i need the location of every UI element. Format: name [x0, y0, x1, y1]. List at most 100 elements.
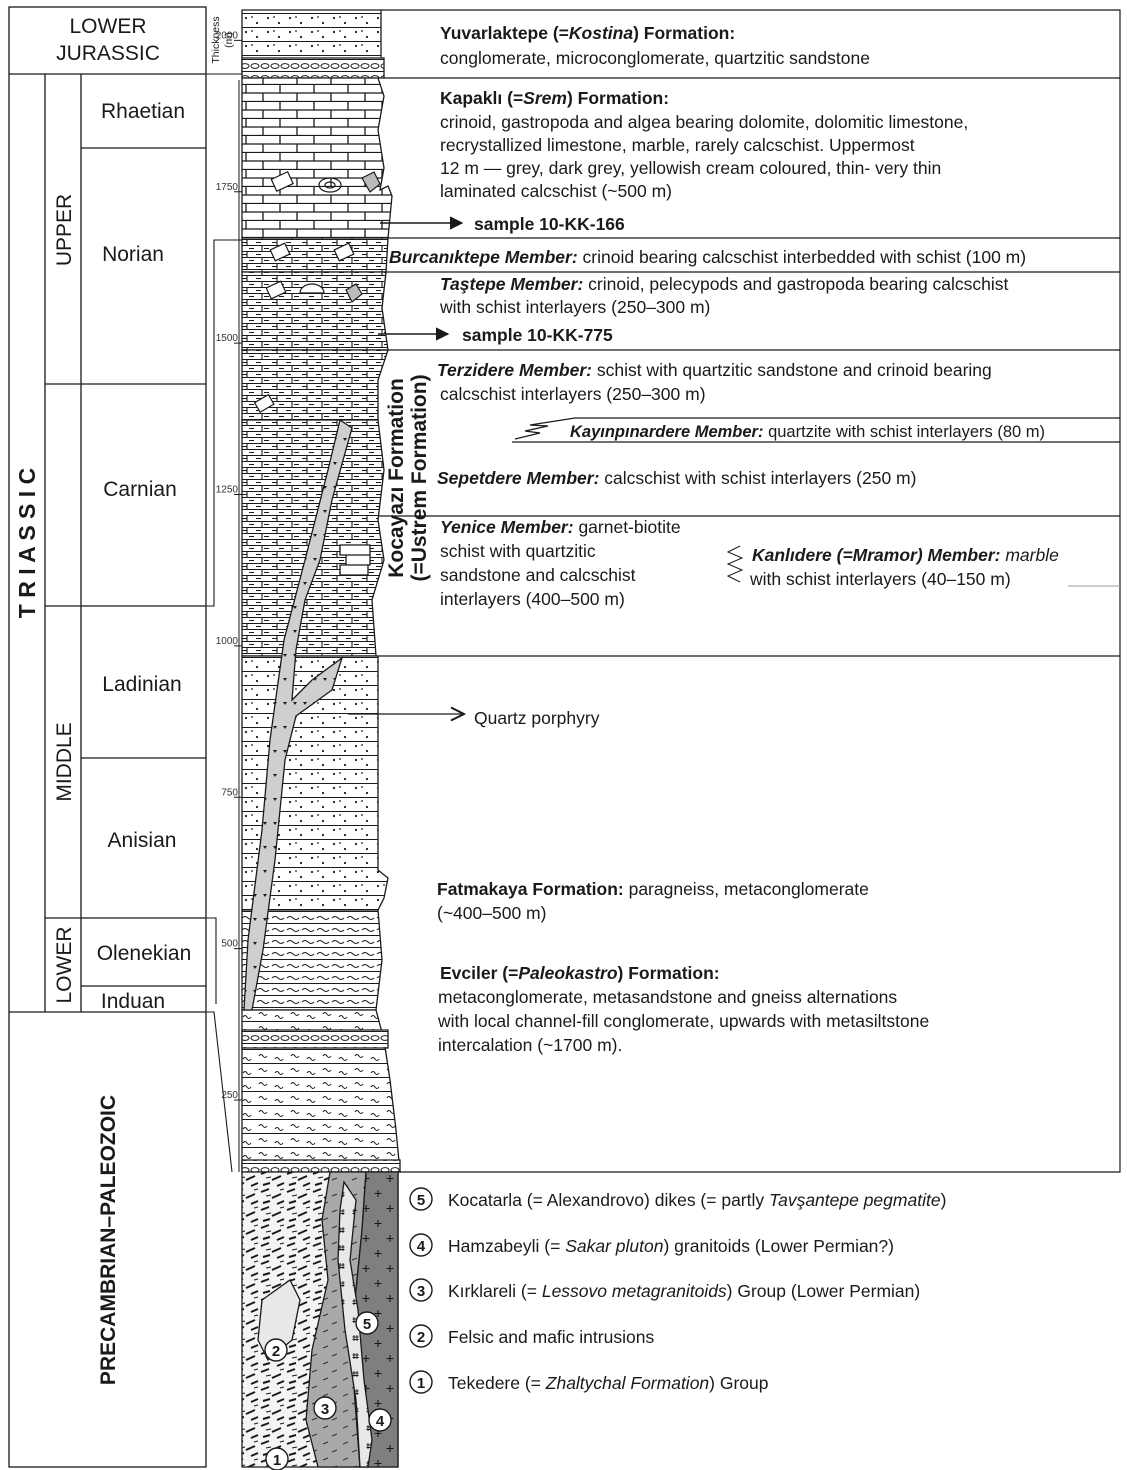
yuvarlaktepe-title: Yuvarlaktepe (=Kostina) Formation: — [440, 23, 735, 43]
sepetdere-text: Sepetdere Member: calcschist with schist… — [437, 468, 916, 488]
thickness-tick-label: 2000 — [216, 30, 239, 41]
svg-text:4: 4 — [376, 1413, 385, 1430]
yenice-text-3: sandstone and calcschist — [440, 565, 636, 585]
legend-item-4: 4 Hamzabeyli (= Sakar pluton) granitoids… — [409, 1233, 894, 1257]
thickness-tick-label: 1500 — [216, 333, 239, 344]
terzidere-text: Terzidere Member: schist with quartzitic… — [437, 360, 992, 380]
stage-rhaetian: Rhaetian — [101, 100, 185, 123]
column-marker-5: 5 — [355, 1311, 379, 1335]
column-marker-2: 2 — [264, 1338, 288, 1362]
tastepe-text: Taştepe Member: crinoid, pelecypods and … — [440, 274, 1009, 294]
thickness-tick-label: 1000 — [216, 636, 239, 647]
kanlidere-text: Kanlıdere (=Mramor) Member: marble — [752, 545, 1059, 565]
svg-text:Kocatarla (= Alexandrovo) dike: Kocatarla (= Alexandrovo) dikes (= partl… — [448, 1190, 946, 1210]
terzidere-layer — [241, 349, 389, 421]
evciler-desc-1: metaconglomerate, metasandstone and gnei… — [438, 987, 897, 1007]
column-marker-1: 1 — [265, 1447, 289, 1470]
svg-text:1: 1 — [273, 1452, 281, 1469]
thickness-tick-label: 1250 — [216, 485, 239, 496]
kapakli-layer — [241, 77, 393, 239]
unit-descriptions: Yuvarlaktepe (=Kostina) Formation: congl… — [385, 23, 1059, 1055]
lower-jurassic-line1: LOWER — [69, 15, 146, 38]
ustrem-formation-label: (=Ustrem Formation) — [408, 374, 431, 581]
column-markers: 1 2 3 4 5 — [264, 1311, 392, 1470]
burcaniktepe-layer — [241, 237, 389, 273]
svg-text:2: 2 — [272, 1343, 280, 1360]
terzidere-text-2: calcschist interlayers (250–300 m) — [440, 384, 706, 404]
svg-text:3: 3 — [321, 1401, 329, 1418]
stage-anisian: Anisian — [108, 829, 177, 852]
legend-item-5: 5 Kocatarla (= Alexandrovo) dikes (= par… — [409, 1187, 946, 1211]
svg-text:2: 2 — [417, 1329, 425, 1346]
stage-olenekian: Olenekian — [97, 942, 192, 965]
yuvarlaktepe-conglomerate-band — [241, 57, 385, 79]
yuvarlaktepe-desc: conglomerate, microconglomerate, quartzi… — [440, 48, 870, 68]
thickness-axis-label-2: (m) — [223, 32, 235, 48]
kocayazi-formation-label: Kocayazı Formation — [385, 378, 408, 578]
column-marker-4: 4 — [368, 1408, 392, 1432]
lithological-column — [241, 9, 401, 1468]
basal-conglomerate-band — [241, 1159, 401, 1173]
kapakli-title: Kapaklı (=Srem) Formation: — [440, 88, 669, 108]
legend-item-2: 2 Felsic and mafic intrusions — [409, 1324, 654, 1348]
kapakli-desc-4: laminated calcschist (~500 m) — [440, 181, 672, 201]
precambrian-paleozoic-label: PRECAMBRIAN–PALEOZOIC — [97, 1095, 120, 1385]
upper-label: UPPER — [53, 194, 76, 266]
svg-text:5: 5 — [417, 1192, 425, 1209]
svg-text:Kırklareli (= Lessovo metagran: Kırklareli (= Lessovo metagranitoids) Gr… — [448, 1281, 920, 1301]
evciler-desc-2: with local channel-fill conglomerate, up… — [437, 1011, 929, 1031]
thickness-tick-label: 250 — [221, 1090, 238, 1101]
thickness-axis-label-1: Thickness — [210, 16, 222, 63]
triassic-label: T R I A S S I C — [14, 468, 40, 618]
basement-legend: 5 Kocatarla (= Alexandrovo) dikes (= par… — [409, 1187, 946, 1394]
stage-carnian: Carnian — [103, 478, 177, 501]
svg-text:4: 4 — [417, 1238, 426, 1255]
lower-jurassic-line2: JURASSIC — [56, 42, 160, 65]
kapakli-desc-2: recrystallized limestone, marble, rarely… — [440, 135, 915, 155]
kanlidere-marble-lens — [339, 544, 371, 576]
lower-triassic-label: LOWER — [53, 926, 76, 1003]
svg-text:1: 1 — [417, 1375, 425, 1392]
kanlidere-text-2: with schist interlayers (40–150 m) — [749, 569, 1011, 589]
chrono-chart: LOWER JURASSIC T R I A S S I C UPPER MID… — [8, 6, 207, 1468]
yenice-text: Yenice Member: garnet-biotite — [440, 517, 681, 537]
thickness-tick-label: 750 — [221, 787, 238, 798]
yenice-text-2: schist with quartzitic — [440, 541, 596, 561]
legend-item-1: 1 Tekedere (= Zhaltychal Formation) Grou… — [409, 1370, 769, 1394]
column-marker-3: 3 — [313, 1396, 337, 1420]
felsic-intrusion-lens — [257, 1279, 301, 1362]
kayinpinardere-text: Kayınpınardere Member: quartzite with sc… — [570, 423, 1045, 441]
description-separators — [378, 9, 1121, 1173]
yenice-text-4: interlayers (400–500 m) — [440, 589, 625, 609]
thickness-tick-label: 1750 — [216, 182, 239, 193]
fatmakaya-text: Fatmakaya Formation: paragneiss, metacon… — [437, 879, 869, 899]
stage-ladinian: Ladinian — [102, 673, 181, 696]
sample-775-label: sample 10-KK-775 — [462, 325, 613, 345]
svg-text:5: 5 — [363, 1316, 371, 1333]
tastepe-text-2: with schist interlayers (250–300 m) — [439, 297, 710, 317]
thickness-tick-label: 500 — [221, 939, 238, 950]
svg-text:Hamzabeyli (= Sakar pluton) gr: Hamzabeyli (= Sakar pluton) granitoids (… — [448, 1236, 894, 1256]
quartz-porphyry-dike — [243, 418, 353, 1011]
evciler-desc-3: intercalation (~1700 m). — [438, 1035, 622, 1055]
middle-label: MIDDLE — [53, 722, 76, 801]
quartz-porphyry-label: Quartz porphyry — [474, 708, 600, 728]
stage-induan: Induan — [101, 990, 165, 1013]
fossil-symbols — [253, 170, 381, 414]
evciler-title: Evciler (=Paleokastro) Formation: — [440, 963, 720, 983]
legend-item-3: 3 Kırklareli (= Lessovo metagranitoids) … — [409, 1278, 920, 1302]
thickness-axis: Thickness (m) 35003250300027502500225020… — [210, 16, 242, 1172]
kapakli-desc-3: 12 m — grey, dark grey, yellowish cream … — [440, 158, 941, 178]
sample-166-label: sample 10-KK-166 — [474, 214, 625, 234]
svg-text:Felsic and mafic intrusions: Felsic and mafic intrusions — [448, 1327, 654, 1347]
fatmakaya-text-2: (~400–500 m) — [437, 903, 546, 923]
evciler-schist-layer — [241, 909, 383, 1011]
kocatarla-dike — [337, 1180, 373, 1468]
correlation-lines — [206, 73, 242, 1173]
burcaniktepe-text: Burcanıktepe Member: crinoid bearing cal… — [389, 247, 1026, 267]
kapakli-desc-1: crinoid, gastropoda and algea bearing do… — [440, 112, 968, 132]
evciler-conglomerate-band — [241, 1029, 389, 1049]
svg-text:Tekedere (= Zhaltychal Formati: Tekedere (= Zhaltychal Formation) Group — [448, 1373, 769, 1393]
stage-norian: Norian — [102, 243, 164, 266]
